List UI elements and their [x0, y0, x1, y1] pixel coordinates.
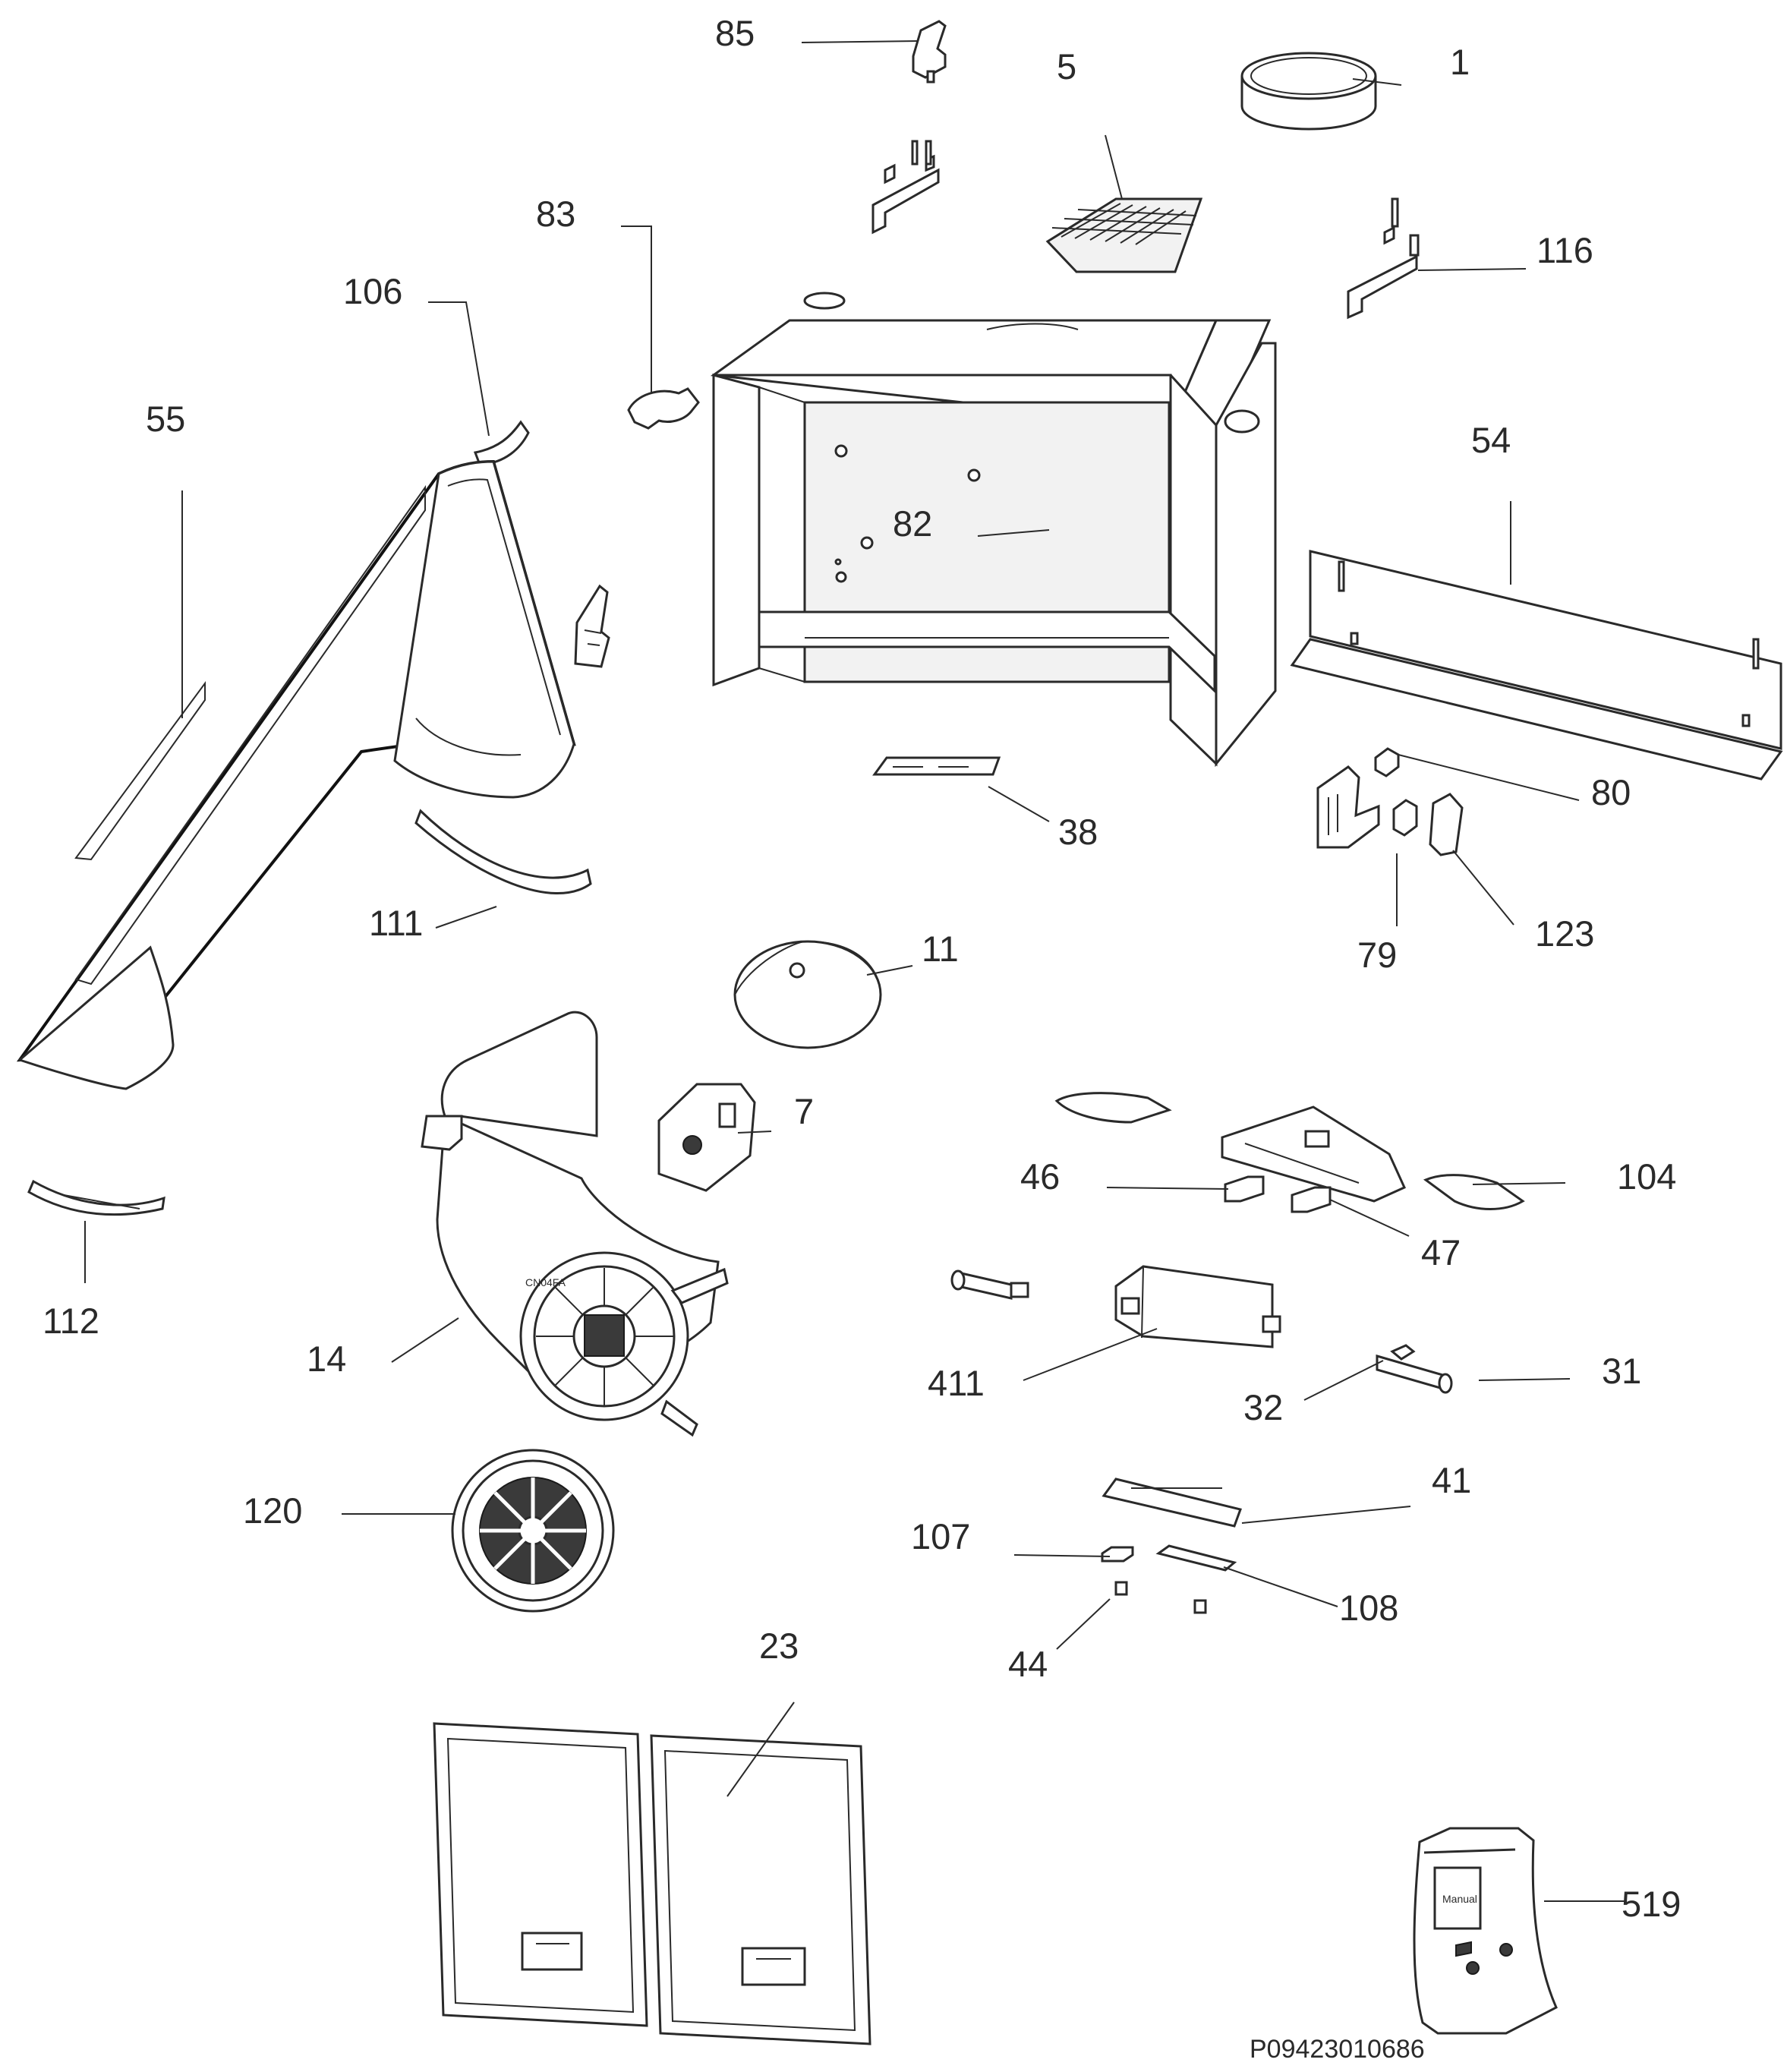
fan-marking: CN04FA [525, 1276, 566, 1288]
label-1: 1 [1450, 42, 1470, 82]
label-123: 123 [1535, 913, 1595, 954]
part-123 [1429, 793, 1464, 856]
label-411: 411 [928, 1363, 985, 1403]
label-5: 5 [1057, 46, 1077, 87]
label-107: 107 [911, 1516, 971, 1556]
label-55: 55 [146, 399, 186, 439]
part-5 [1045, 197, 1203, 273]
bracket-right-bottom [1316, 765, 1380, 849]
label-32: 32 [1243, 1387, 1284, 1427]
label-112: 112 [43, 1301, 99, 1341]
part-7 [657, 1083, 756, 1192]
label-111: 111 [369, 903, 424, 943]
part-519 [1413, 1827, 1558, 2035]
part-32 [1390, 1344, 1416, 1361]
part-46 [1224, 1175, 1265, 1203]
part-41 [1102, 1478, 1242, 1528]
label-38: 38 [1058, 812, 1098, 852]
part-85 [912, 20, 947, 84]
part-54 [1290, 550, 1783, 781]
part-108 [1155, 1544, 1237, 1572]
drawing-code: P09423010686 [1250, 2035, 1425, 2064]
label-120: 120 [243, 1490, 303, 1531]
label-104: 104 [1617, 1156, 1677, 1197]
part-47 [1291, 1186, 1332, 1213]
bag-text: Manual [1442, 1893, 1477, 1905]
label-80: 80 [1591, 772, 1631, 812]
part-55 [16, 459, 610, 1090]
capacitor-left [950, 1269, 1029, 1300]
label-31: 31 [1602, 1351, 1642, 1391]
label-519: 519 [1622, 1884, 1681, 1924]
label-23: 23 [759, 1626, 799, 1666]
part-23 [433, 1722, 871, 2045]
label-106: 106 [343, 271, 403, 311]
label-82: 82 [893, 503, 933, 544]
part-112 [27, 1179, 165, 1216]
label-85: 85 [715, 13, 755, 53]
part-14 [421, 1011, 729, 1437]
label-54: 54 [1471, 420, 1511, 460]
label-47: 47 [1421, 1232, 1461, 1273]
label-41: 41 [1432, 1460, 1472, 1500]
part-38 [872, 756, 1001, 776]
label-116: 116 [1536, 230, 1593, 270]
part-104 [1423, 1174, 1525, 1210]
pcb-holder [1221, 1105, 1406, 1203]
label-14: 14 [307, 1339, 347, 1379]
part-83 [627, 387, 700, 430]
part-116 [1347, 197, 1420, 320]
leader-lines [84, 40, 1626, 1902]
part-111 [414, 809, 592, 895]
part-411 [1114, 1265, 1281, 1348]
label-7: 7 [794, 1091, 815, 1131]
main-housing [710, 292, 1277, 768]
label-46: 46 [1020, 1156, 1061, 1197]
part-106 [473, 420, 530, 466]
part-31 [1376, 1355, 1453, 1394]
part-80 [1374, 747, 1400, 777]
label-44: 44 [1008, 1644, 1048, 1684]
label-83: 83 [536, 194, 576, 234]
part-79 [1392, 799, 1418, 837]
bracket-left-top [871, 140, 940, 235]
part-11 [733, 940, 882, 1049]
part-107 [1101, 1546, 1134, 1563]
part-44 [1114, 1581, 1207, 1614]
part-120 [451, 1449, 615, 1613]
electronics-lid [1054, 1092, 1172, 1124]
label-108: 108 [1339, 1588, 1399, 1628]
part-1 [1240, 52, 1377, 131]
label-79: 79 [1357, 935, 1398, 975]
label-11: 11 [922, 929, 959, 969]
